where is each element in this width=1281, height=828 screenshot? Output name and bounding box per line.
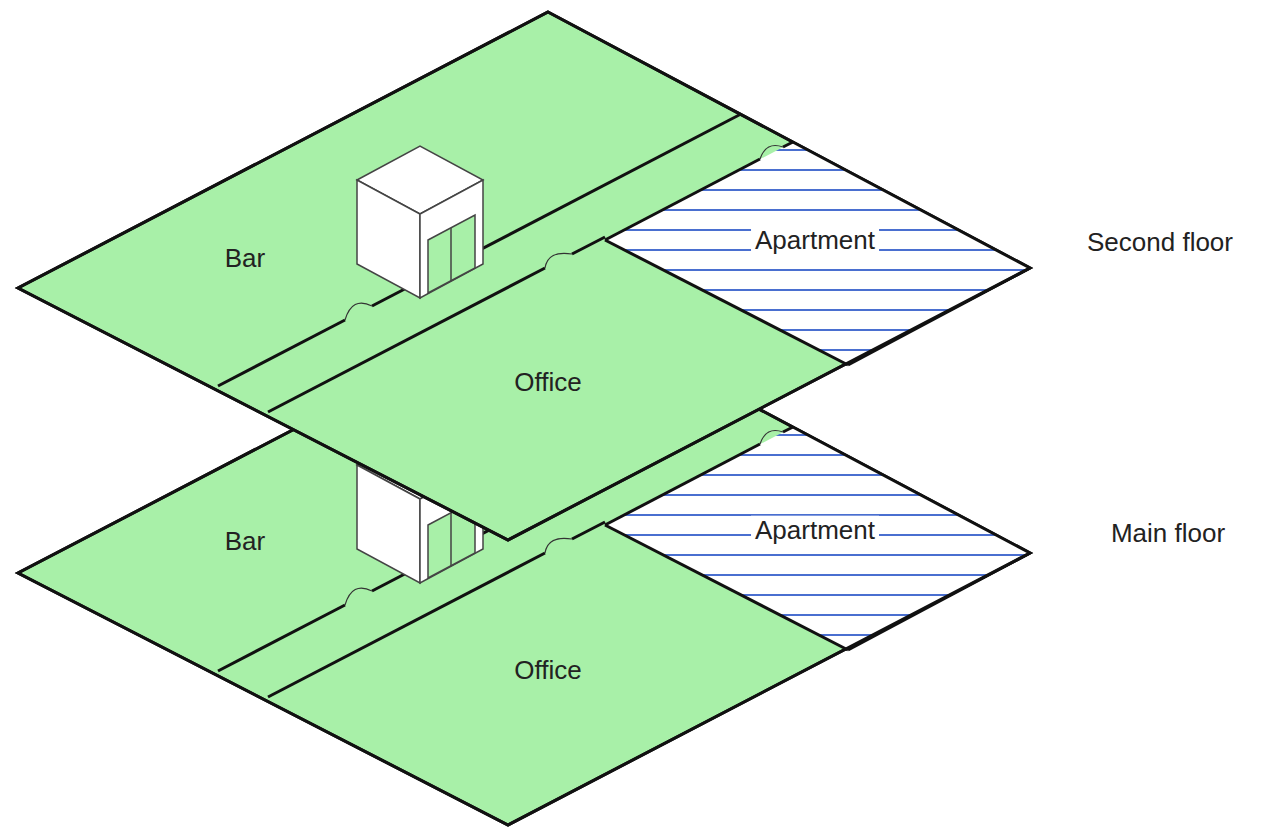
floor-name: Second floor bbox=[1087, 228, 1233, 257]
room-region: Office bbox=[514, 368, 581, 397]
room-region: Bar bbox=[225, 244, 265, 273]
room-label: Apartment bbox=[755, 516, 875, 545]
room-label: Office bbox=[514, 368, 581, 397]
room-region: Apartment bbox=[751, 516, 879, 545]
room-label: Apartment bbox=[755, 226, 875, 255]
room-label: Office bbox=[514, 656, 581, 685]
room-region: Apartment bbox=[751, 226, 879, 255]
room-region: Bar bbox=[225, 527, 265, 556]
room-label: Bar bbox=[225, 527, 265, 556]
floor-name: Main floor bbox=[1111, 519, 1225, 548]
room-label: Bar bbox=[225, 244, 265, 273]
room-region: Office bbox=[514, 656, 581, 685]
